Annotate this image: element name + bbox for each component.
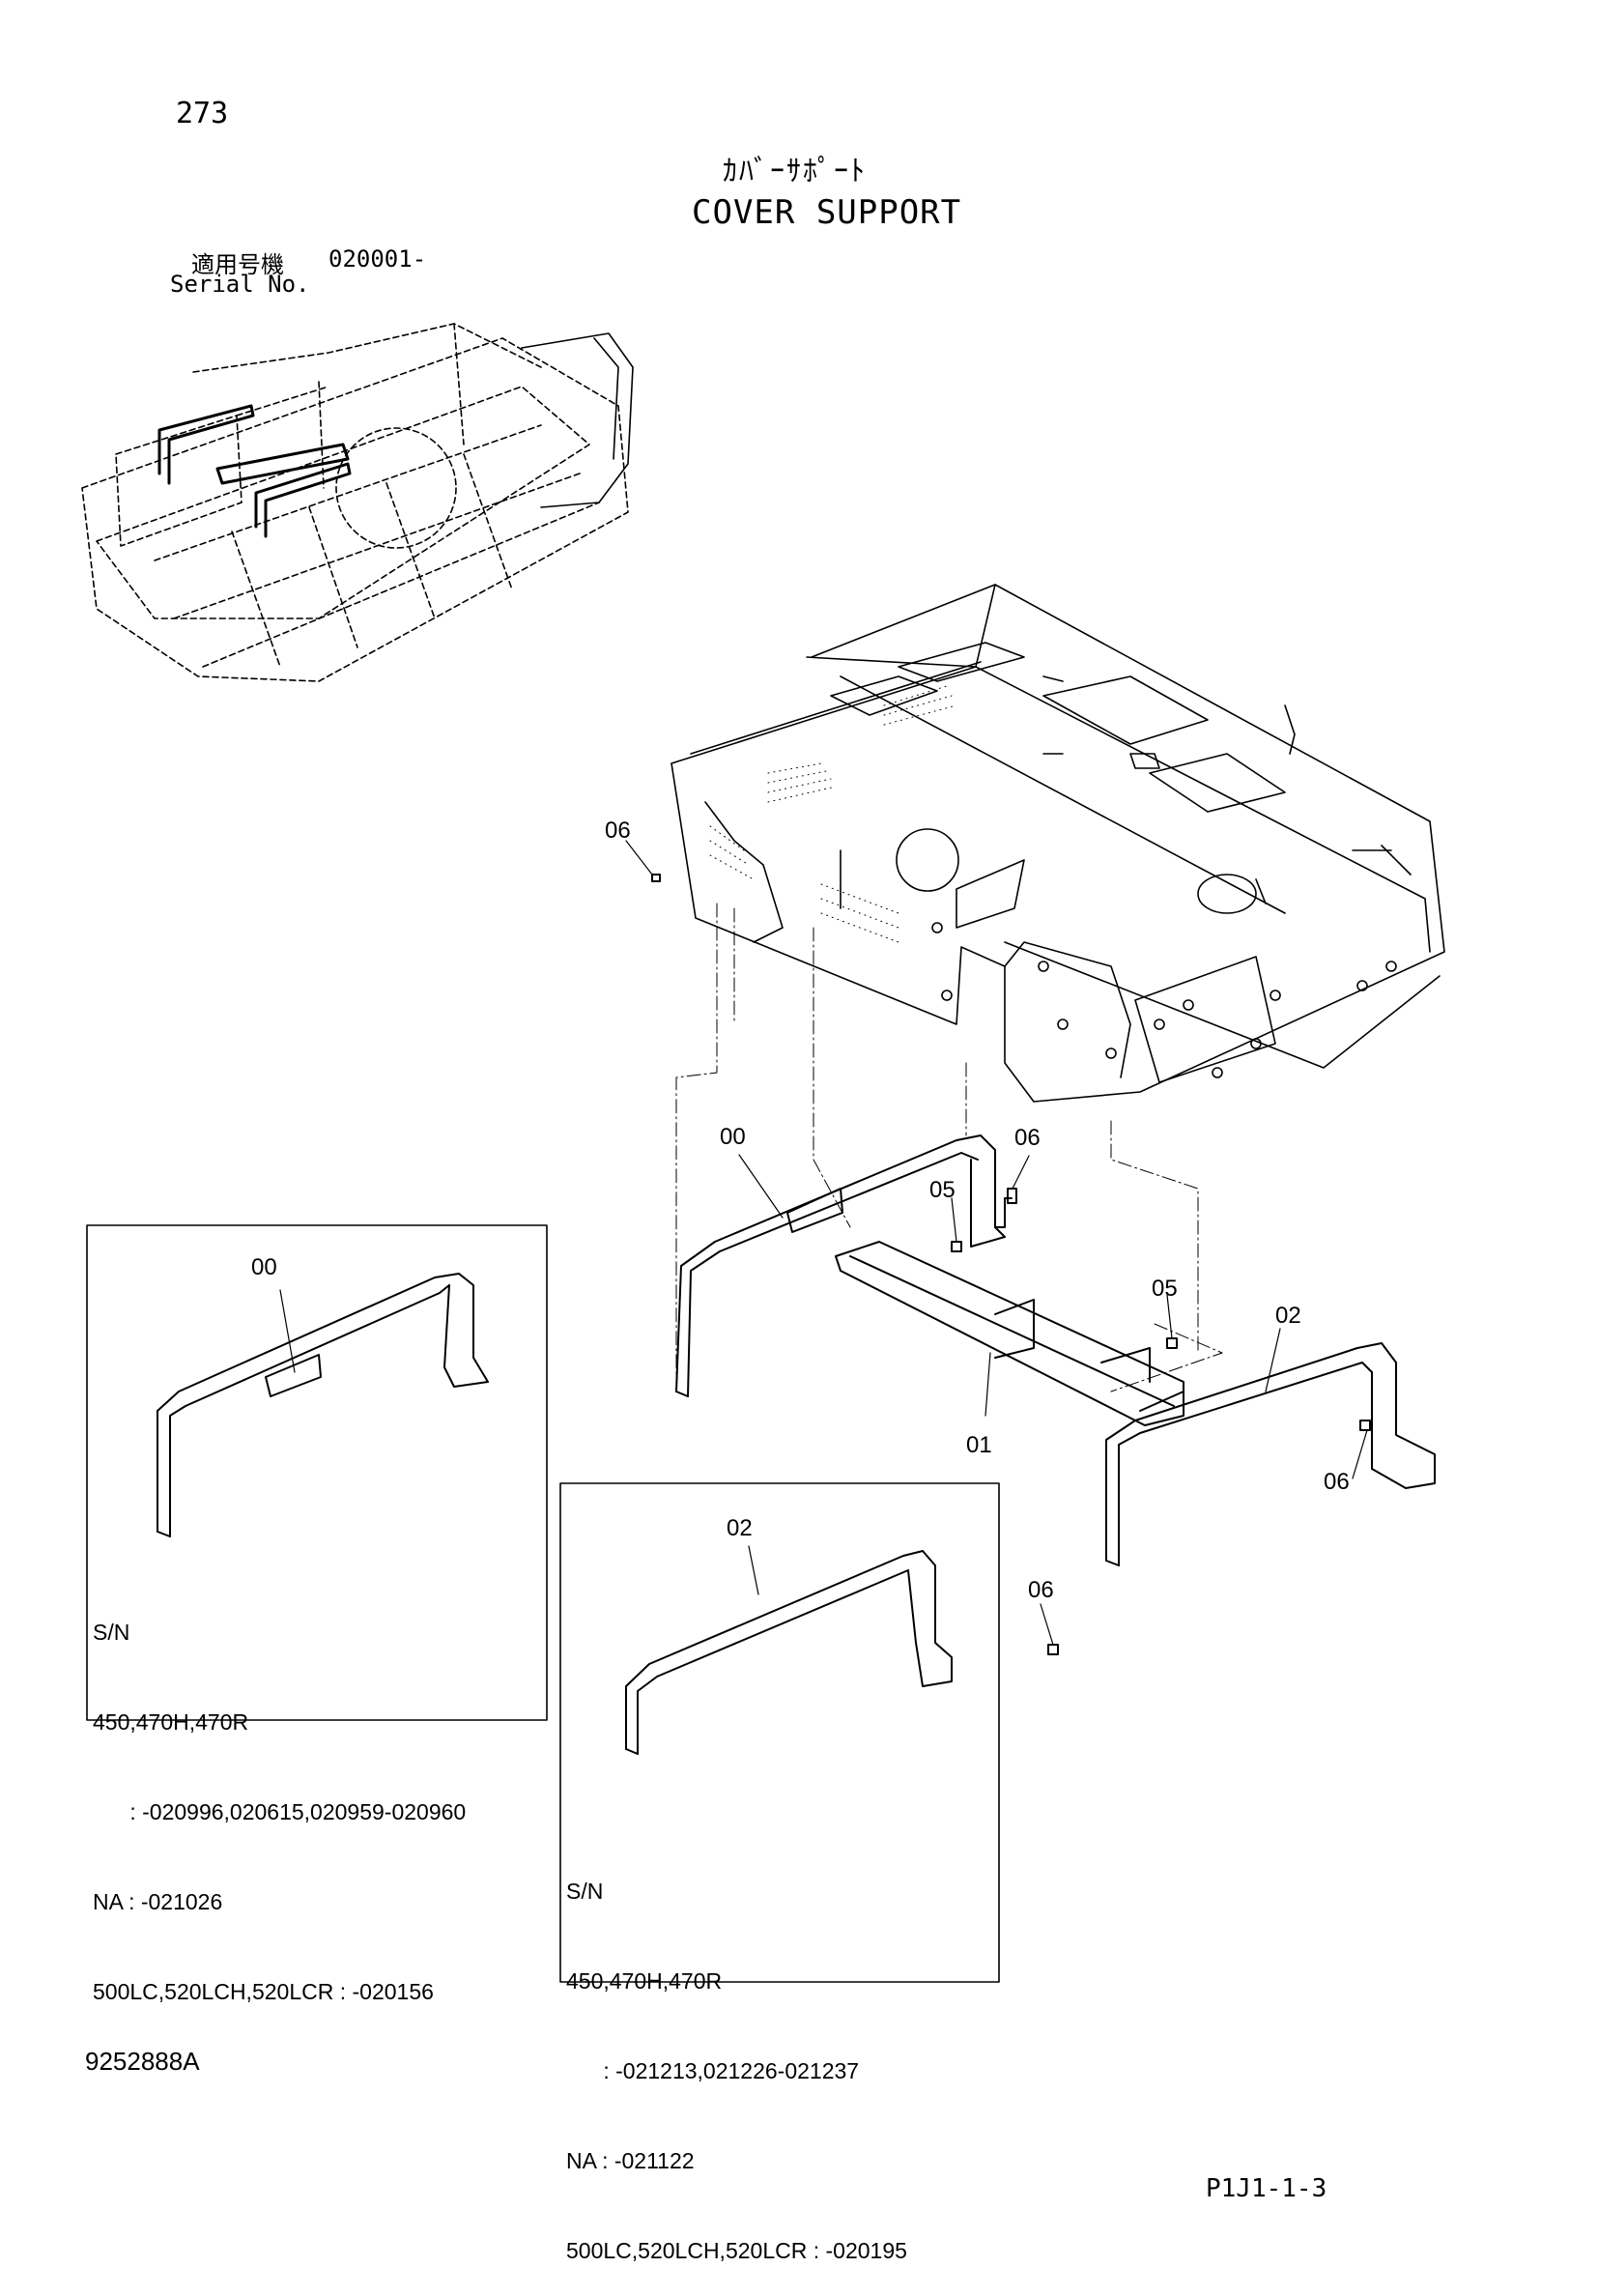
box-2-line: : -021213,021226-021237 [566, 2058, 860, 2083]
box-2-line: S/N [566, 1879, 604, 1904]
overview-highlighted-parts [157, 404, 352, 538]
main-cover-shell [671, 584, 1445, 1103]
serial-value: 020001- [328, 245, 427, 273]
part-02-bracket [1105, 1342, 1436, 1566]
callout-06-mid: 06 [1014, 1125, 1041, 1151]
box-1-line: S/N [93, 1620, 130, 1645]
serial-label-japanese: 適用号機 [191, 251, 284, 278]
box-1-line: NA : -021026 [93, 1889, 223, 1914]
part-00-bracket [675, 1134, 1013, 1397]
document-id: 9252888A [85, 2047, 200, 2076]
box-1-line: : -020996,020615,020959-020960 [93, 1799, 467, 1824]
callout-06-low: 06 [1028, 1577, 1054, 1603]
box-1-frame [86, 1224, 548, 1721]
callout-02-box2: 02 [727, 1515, 753, 1541]
callout-02-main: 02 [1275, 1303, 1301, 1329]
box-2-line: NA : -021122 [566, 2148, 695, 2173]
assembly-lines [675, 903, 1223, 1392]
page-reference: P1J1-1-3 [1206, 2174, 1327, 2203]
box-1-part-00-drawing [157, 1273, 489, 1537]
box-2-line: 500LC,520LCH,520LCR : -020195 [566, 2238, 907, 2263]
box-2-text: S/N 450,470H,470R : -021213,021226-02123… [566, 1817, 907, 2296]
serial-label-english: Serial No. [170, 271, 310, 298]
box-1-line: 500LC,520LCH,520LCR : -020156 [93, 1979, 434, 2004]
box-2-frame [559, 1482, 1000, 1983]
hardware-bolts [651, 874, 1371, 1655]
page-number: 273 [176, 97, 229, 130]
overview-cover-shell [521, 332, 634, 508]
title-japanese: ｶﾊﾞｰｻﾎﾟｰﾄ [723, 155, 867, 188]
main-cover-perforations [709, 685, 957, 943]
main-cover-bolts [931, 922, 1397, 1078]
box-1-text: S/N 450,470H,470R : -020996,020615,02095… [93, 1558, 466, 2037]
callout-01-main: 01 [966, 1432, 992, 1458]
callout-05-b: 05 [1152, 1276, 1178, 1302]
box-2-line: 450,470H,470R [566, 1968, 723, 1994]
box-2-part-02-drawing [625, 1550, 953, 1755]
box-1-line: 450,470H,470R [93, 1709, 249, 1735]
callout-06-top: 06 [605, 818, 631, 844]
callout-06-right: 06 [1324, 1469, 1350, 1495]
overview-machine-drawing [81, 323, 629, 682]
callout-05-a: 05 [929, 1177, 956, 1203]
part-01-channel-bracket [835, 1241, 1184, 1426]
callout-00-box1: 00 [251, 1254, 277, 1280]
title-english: COVER SUPPORT [692, 193, 962, 232]
callout-00-main: 00 [720, 1124, 746, 1150]
callout-leaders [279, 840, 1368, 1646]
